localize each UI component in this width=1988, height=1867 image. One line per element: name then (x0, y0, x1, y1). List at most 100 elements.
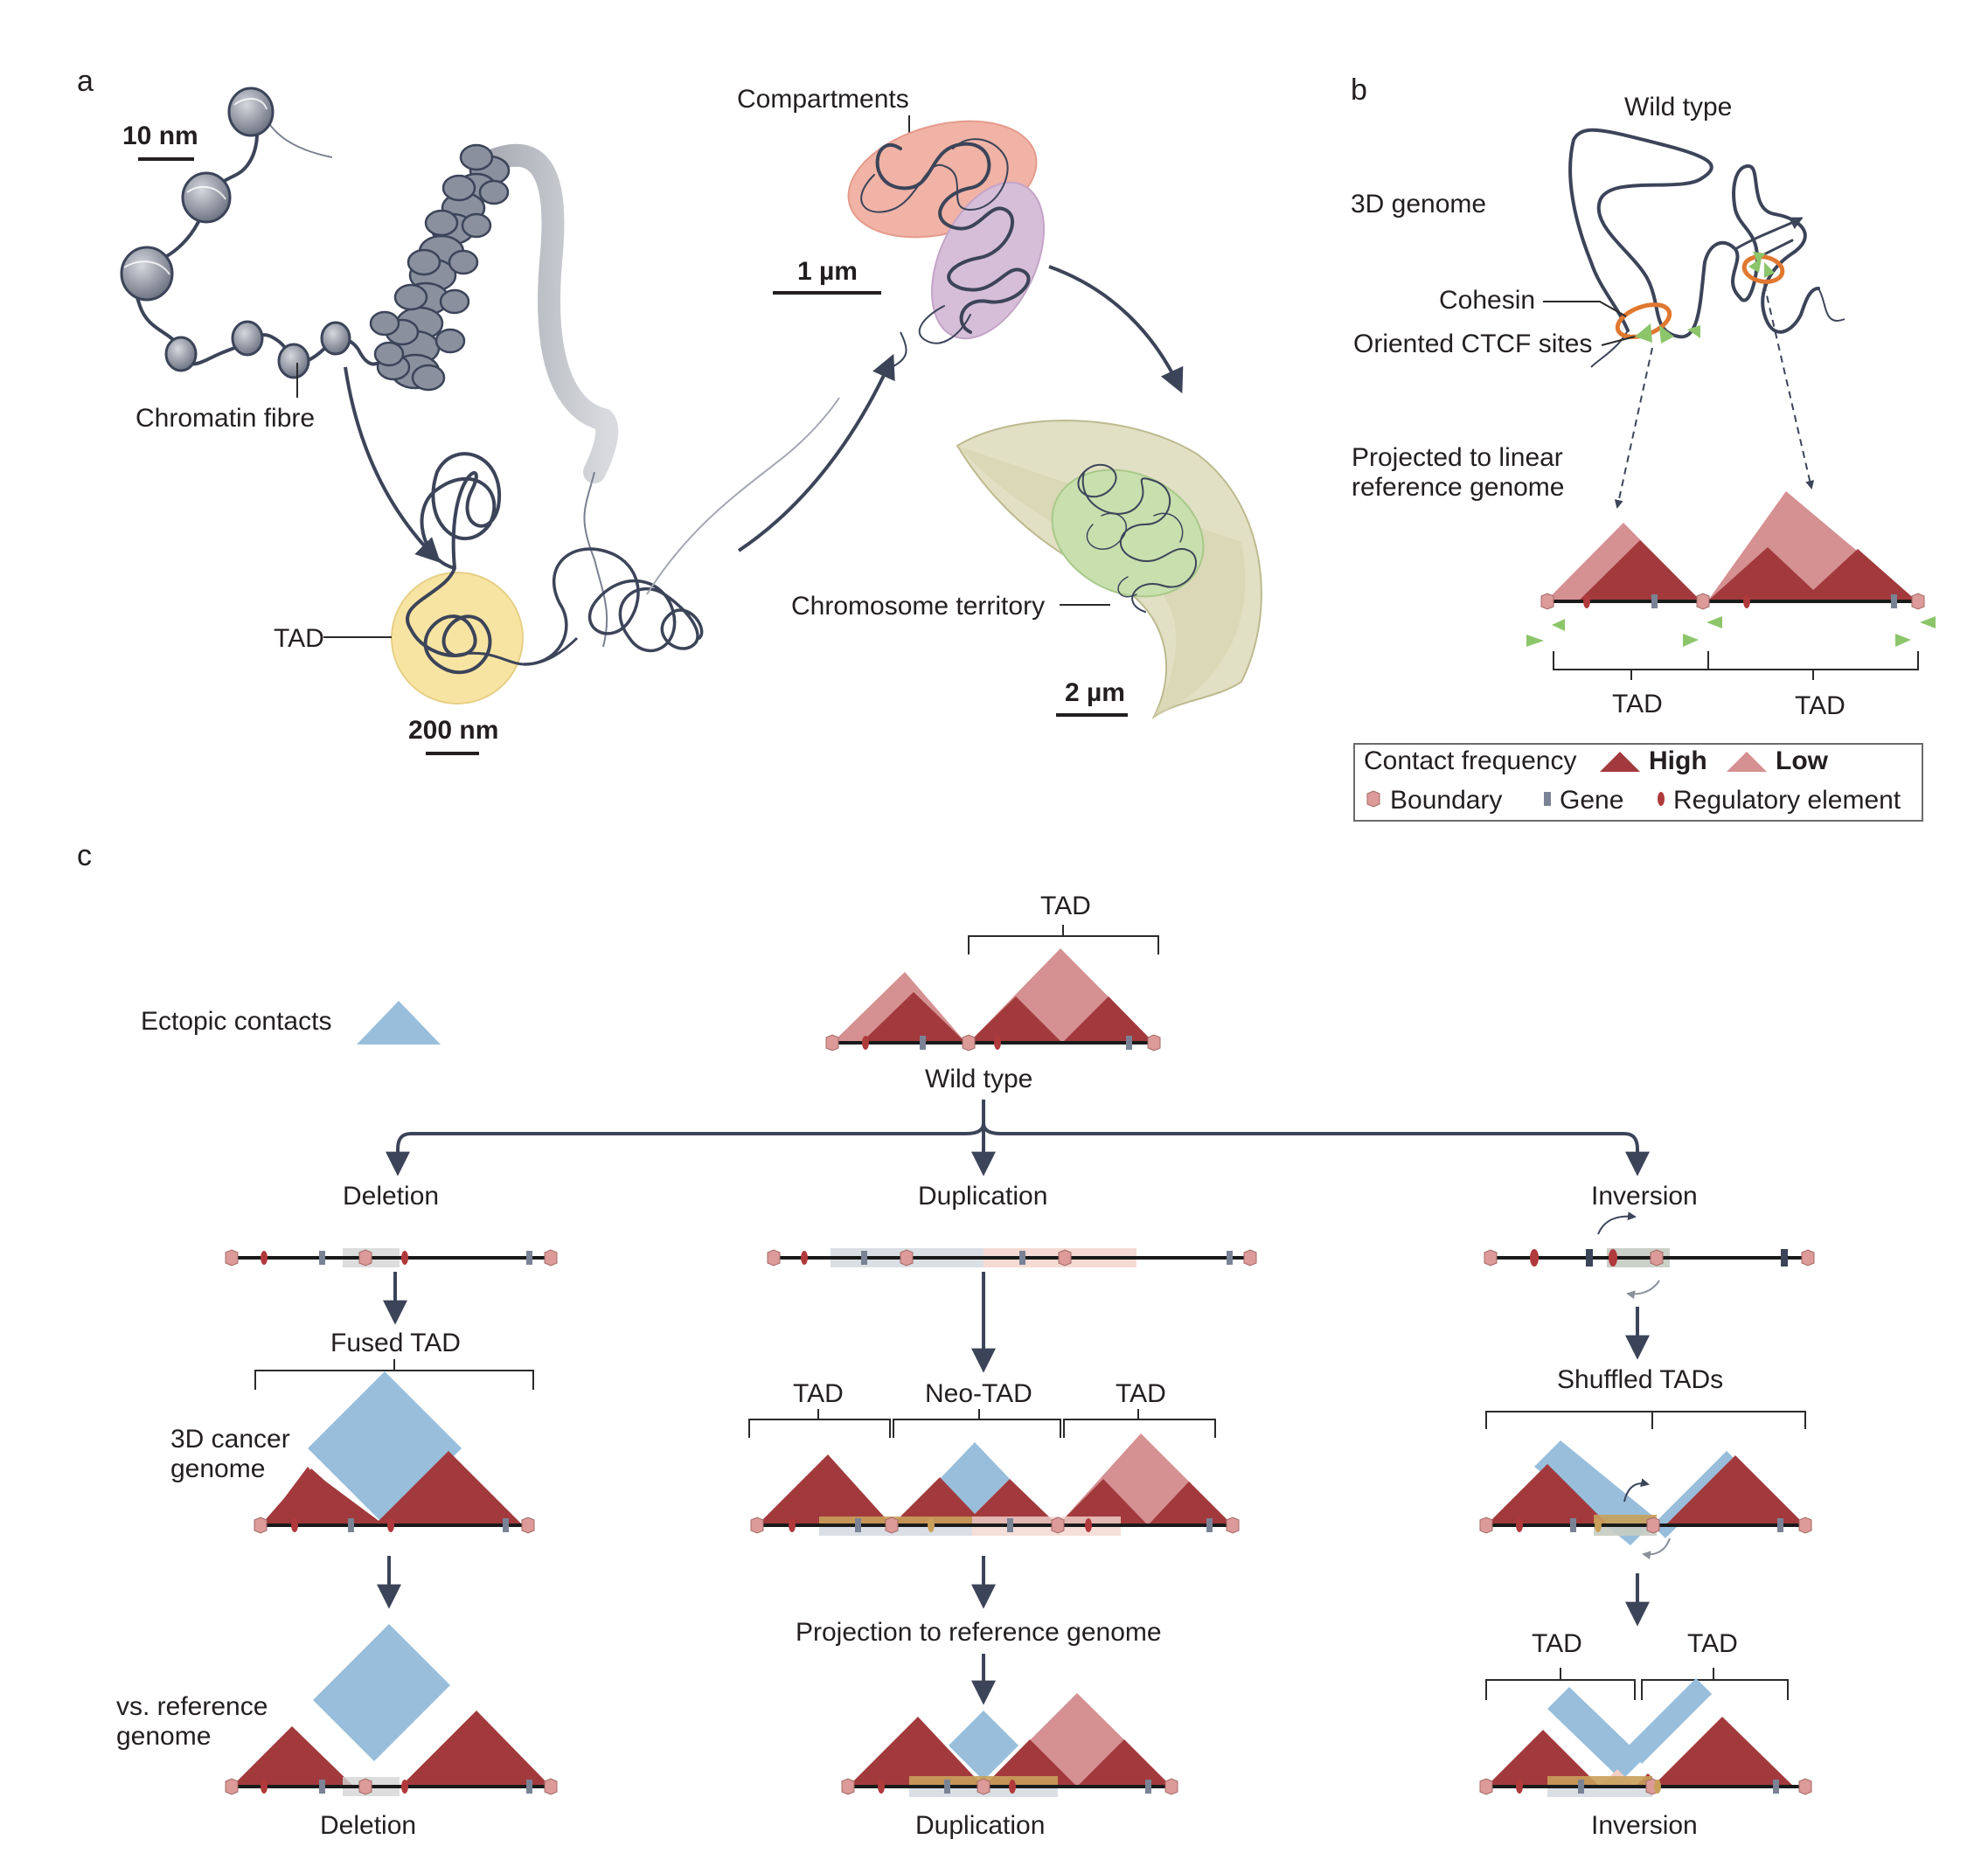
regulatory-marker (878, 1780, 885, 1794)
label-cohesin: Cohesin (1439, 286, 1535, 315)
tad-high-contact (1652, 1717, 1794, 1787)
label-duplication-bottom: Duplication (915, 1811, 1045, 1840)
boundary-marker (962, 1034, 976, 1051)
cohesin-ring (1741, 254, 1785, 284)
regulatory-marker (1583, 594, 1590, 608)
boundary-marker (254, 1517, 268, 1534)
boundary-marker (1147, 1034, 1161, 1051)
tad-high-contact (969, 996, 1062, 1043)
duplication-ref-markers (841, 1778, 1178, 1795)
tad-high-contact (261, 1469, 385, 1525)
tad-high-contact (400, 1711, 551, 1787)
label-chromosome-territory: Chromosome territory (791, 592, 1045, 621)
inverted-region (1594, 1525, 1657, 1536)
ctcf-site (1552, 619, 1565, 631)
tad-high-contact (1486, 1730, 1600, 1787)
boundary-marker (1646, 1517, 1660, 1534)
boundary-marker (825, 1034, 839, 1051)
gene-marker (526, 1251, 532, 1265)
legend-boundary-swatch (1366, 790, 1380, 808)
label-ectopic-contacts: Ectopic contacts (141, 1007, 331, 1036)
ctcf-site (1706, 616, 1722, 628)
boundary-marker (1798, 1778, 1812, 1795)
ctcf-sites (1635, 252, 1775, 344)
tad-bracket-right (1708, 651, 1919, 680)
label-inversion-bottom: Inversion (1591, 1811, 1698, 1840)
regulatory-marker (291, 1518, 298, 1532)
tad-high-contact (1077, 1739, 1171, 1787)
gene-marker (348, 1518, 354, 1532)
regulatory-marker (928, 1518, 935, 1532)
boundary-marker (1798, 1517, 1812, 1534)
boundary-marker (1479, 1778, 1493, 1795)
ctcf-site (1895, 634, 1911, 647)
territory-chromatin (1077, 463, 1198, 613)
tad-chromatin (406, 452, 502, 675)
panel-label-c: c (77, 839, 92, 872)
tad-triangles-b (1546, 491, 1917, 601)
arrow-to-territory (1048, 265, 1184, 394)
regulatory-marker (1609, 1249, 1617, 1267)
gene-marker (1007, 1518, 1013, 1532)
tad-high-contact (984, 1739, 1077, 1787)
fibre-tail (478, 143, 619, 483)
label-projection: Projection to reference genome (796, 1618, 1162, 1647)
leader-line (1543, 301, 1627, 317)
label-projected-2: reference genome (1352, 473, 1565, 502)
regulatory-marker (1743, 594, 1750, 608)
boundary-marker (225, 1778, 239, 1795)
tad-high-contact (374, 1451, 523, 1525)
tad-high-contact (1062, 996, 1154, 1043)
regulatory-marker (801, 1251, 808, 1265)
regulatory-marker (862, 1036, 869, 1050)
ectopic-contacts-ref (313, 1624, 450, 1761)
label-tad: TAD (274, 624, 324, 653)
label-inv-tad-left: TAD (1532, 1629, 1582, 1658)
legend-contact-frequency: Contact frequency (1364, 746, 1576, 775)
label-compartments: Compartments (737, 85, 909, 114)
boundary-marker (885, 1517, 899, 1534)
label-3d-genome: 3D genome (1351, 190, 1486, 219)
inverted-region (1547, 1787, 1652, 1797)
inversion-arrow-mid-2 (1642, 1537, 1671, 1560)
gene-marker (1891, 594, 1897, 608)
label-cancer-genome-2: genome (170, 1454, 265, 1483)
boundary-marker (1479, 1517, 1493, 1534)
inv-bracket-right (1641, 1668, 1789, 1700)
regulatory-marker (1009, 1780, 1016, 1794)
compartment-b (930, 181, 1046, 340)
inversion-markers (1484, 1249, 1815, 1267)
ctcf-site (1920, 616, 1936, 628)
label-tad-top: TAD (1040, 892, 1091, 920)
tad-high-contact (1058, 1479, 1148, 1525)
tad-high-contact (892, 1477, 1058, 1525)
boundary-marker (750, 1517, 764, 1534)
regulatory-marker (261, 1780, 268, 1794)
deletion-ref-markers (225, 1778, 558, 1795)
label-shuffled-tads: Shuffled TADs (1557, 1365, 1723, 1394)
projection-arrow-left (1614, 347, 1653, 509)
ctcf-site (1659, 325, 1674, 344)
regulatory-marker (401, 1780, 408, 1794)
label-wild-type-c: Wild type (925, 1065, 1032, 1093)
boundary-marker (1164, 1778, 1178, 1795)
ctcf-site (1683, 634, 1699, 647)
duplication-markers (767, 1249, 1257, 1267)
legend-low: Low (1776, 746, 1829, 775)
scale-label-1um: 1 µm (797, 257, 858, 286)
tad-high-contact (232, 1726, 354, 1787)
boundary-marker (1226, 1517, 1240, 1534)
boundary-marker (544, 1249, 558, 1267)
boundary-marker (1484, 1249, 1498, 1267)
ectopic-contacts (1626, 1678, 1712, 1764)
tad-high-contact (848, 1717, 984, 1787)
arrow-to-compartments (737, 353, 895, 552)
regulatory-marker (994, 1036, 1001, 1050)
branch-arrows (386, 1100, 985, 1176)
gene-marker (1570, 1518, 1576, 1532)
gene-marker (1781, 1249, 1788, 1267)
tad-high-contact (1665, 1455, 1805, 1525)
gene-marker (319, 1251, 325, 1265)
ctcf-site (1635, 323, 1652, 343)
tad-bracket-top (968, 925, 1159, 954)
